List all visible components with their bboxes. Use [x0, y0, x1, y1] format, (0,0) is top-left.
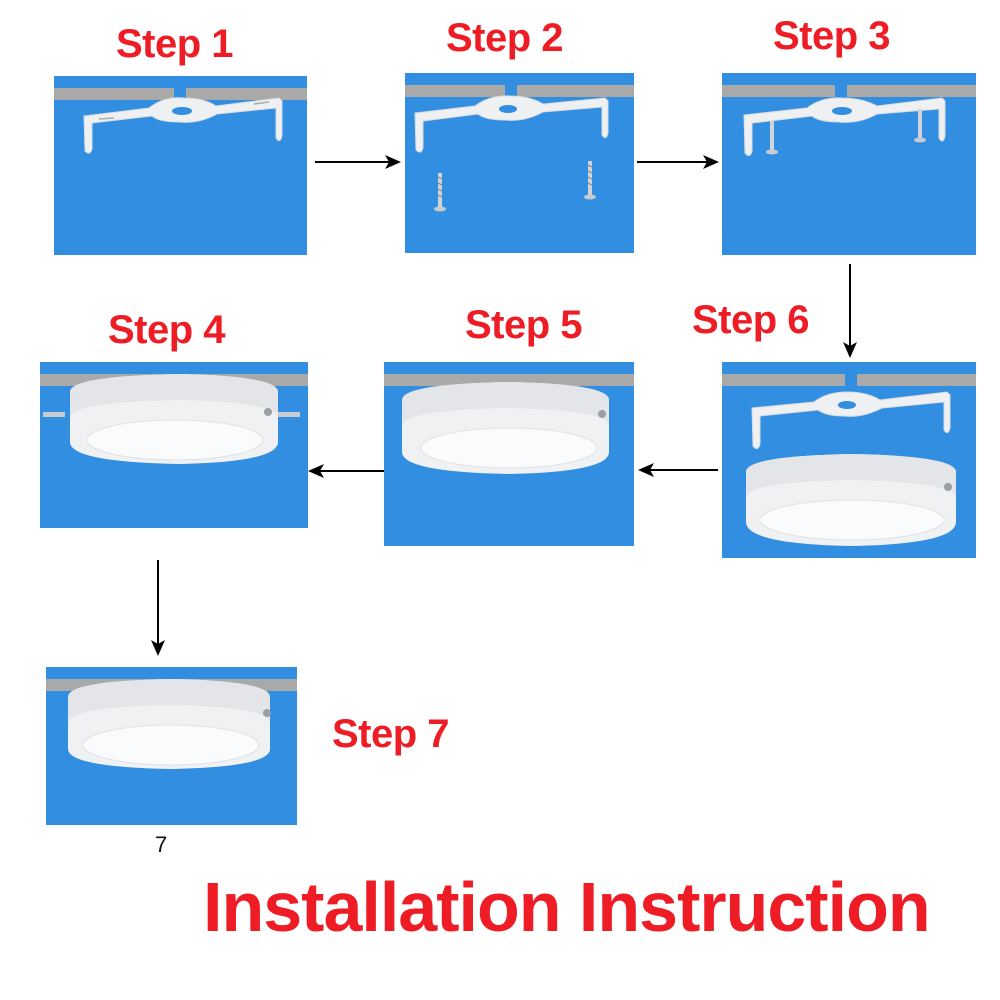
step-4-panel [40, 362, 308, 528]
led-panel-icon [43, 374, 300, 464]
led-panel-icon [68, 679, 271, 769]
ceiling-strip [722, 85, 976, 97]
arrow-right-icon [637, 155, 719, 169]
step-2-label: Step 2 [446, 16, 564, 60]
bracket-icon [751, 391, 951, 450]
step-7-label: Step 7 [332, 712, 450, 756]
screw-icon [434, 173, 446, 212]
step-3-panel [722, 73, 976, 255]
step-7-panel [46, 667, 297, 825]
ceiling-gap [505, 85, 517, 97]
bracket-icon [743, 97, 946, 157]
ceiling-gap [845, 374, 857, 386]
step-2-panel [405, 73, 634, 253]
step-6-label: Step 6 [692, 298, 810, 342]
screw-icon [584, 161, 596, 200]
step-3-label: Step 3 [773, 14, 891, 58]
screw-icon [766, 121, 778, 155]
bracket-icon [83, 97, 283, 154]
step-1-panel [54, 76, 307, 255]
led-panel-icon [746, 454, 956, 546]
ceiling-gap [174, 88, 186, 100]
led-panel-icon [402, 382, 609, 474]
ceiling-strip [405, 85, 634, 97]
step-7-caption: 7 [155, 832, 168, 857]
step-6-panel [722, 362, 976, 558]
ceiling-gap [835, 85, 847, 97]
arrow-down-icon [843, 264, 857, 358]
ceiling-strip [384, 374, 634, 386]
screw-icon [914, 109, 926, 143]
step-5-panel [384, 362, 634, 546]
arrow-right-icon [315, 155, 401, 169]
step-4-label: Step 4 [108, 308, 226, 352]
arrow-down-icon [151, 560, 165, 656]
step-5-label: Step 5 [465, 303, 583, 347]
arrow-left-icon [638, 463, 718, 477]
arrow-left-icon [308, 464, 384, 478]
page-title: Installation Instruction [203, 868, 931, 946]
bracket-icon [414, 95, 609, 153]
step-1-label: Step 1 [116, 22, 234, 66]
